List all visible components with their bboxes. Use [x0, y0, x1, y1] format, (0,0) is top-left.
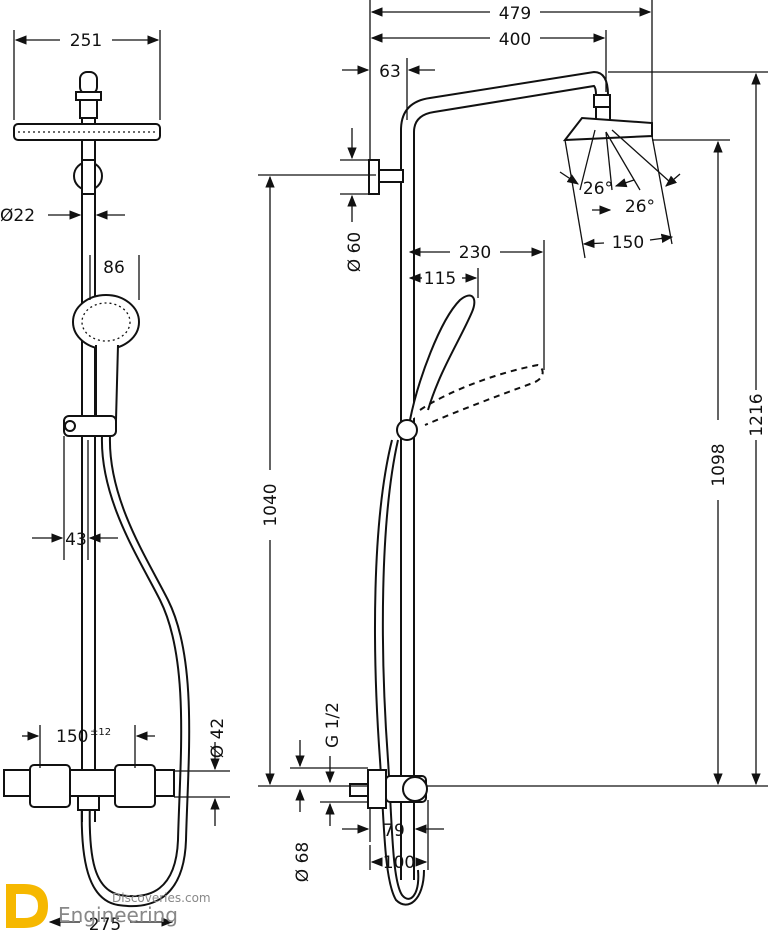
- shower-hose-front: [88, 435, 183, 898]
- dim-86-label: 86: [103, 258, 125, 278]
- overhead-shower-front: [13, 123, 161, 141]
- hand-shower-handle: [95, 344, 119, 421]
- dim-150-tolerance: ±12: [90, 727, 111, 738]
- dim-150b-label: 150: [612, 233, 644, 253]
- dim-63-label: 63: [379, 62, 401, 82]
- dim-479-label: 479: [499, 4, 531, 24]
- mixer-left-handle: [29, 764, 71, 808]
- riser-pipe-side: [400, 70, 609, 880]
- head-joint-side: [593, 94, 611, 108]
- dim-230-label: 230: [459, 243, 491, 263]
- dim-115-label: 115: [424, 269, 456, 289]
- dim-26b-label: 26°: [625, 197, 655, 217]
- dim-22-label: Ø22: [0, 206, 35, 226]
- dim-79-label: 79: [383, 821, 405, 841]
- dim-43-label: 43: [65, 530, 87, 550]
- dim-400-label: 400: [499, 30, 531, 50]
- watermark: Discoveries.com Engineering: [6, 884, 211, 928]
- dim-68-label: Ø 68: [293, 842, 313, 882]
- head-connector: [79, 71, 98, 95]
- side-view: 479 400 63 Ø 60 230 115 26° 26°: [258, 0, 768, 906]
- dim-26a-label: 26°: [583, 179, 613, 199]
- dim-g12-label: G 1/2: [323, 702, 343, 748]
- dim-275-label: 275: [89, 915, 121, 935]
- wall-bracket-side: [368, 159, 380, 195]
- dim-42-label: Ø 42: [208, 718, 228, 758]
- hand-shower-tilted-dashed: [419, 363, 544, 426]
- hand-shower-side: [409, 294, 476, 421]
- shower-holder: [63, 415, 117, 437]
- watermark-line1: Discoveries.com: [112, 891, 211, 905]
- dim-1216-label: 1216: [747, 393, 767, 436]
- shower-hose-side: [381, 439, 420, 900]
- watermark-line2: Engineering: [58, 903, 178, 927]
- front-view: 251 Ø22 86 43 150 ±12 Ø 42 275: [0, 30, 230, 935]
- slider-side: [396, 419, 418, 441]
- mixer-right-handle: [114, 764, 156, 808]
- dim-251-label: 251: [70, 31, 102, 51]
- dim-60-label: Ø 60: [345, 232, 365, 272]
- dim-100-label: 100: [383, 853, 415, 873]
- dim-1040-label: 1040: [261, 483, 281, 526]
- mixer-side: [367, 769, 387, 809]
- dim-1098-label: 1098: [709, 443, 729, 486]
- dim-150-label: 150: [56, 727, 88, 747]
